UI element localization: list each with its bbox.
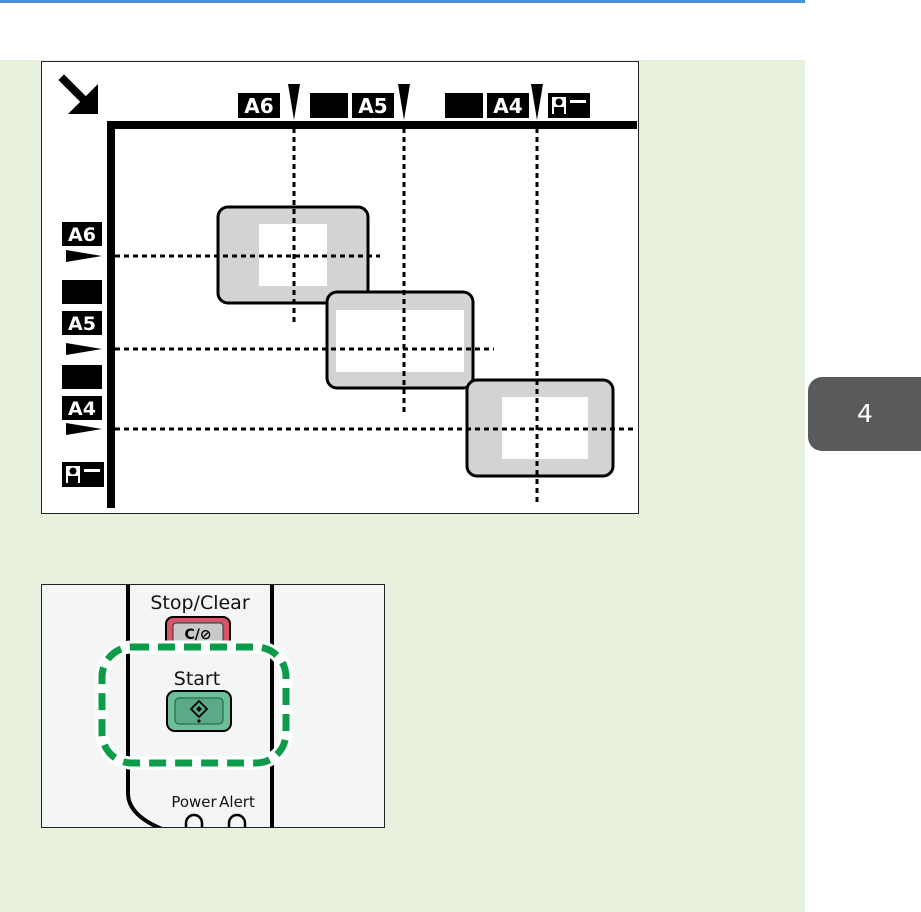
- alert-label: Alert: [219, 793, 255, 811]
- side-size-label: A4: [68, 398, 96, 420]
- side-size-mark-a5: A5: [62, 311, 102, 355]
- top-size-label: A6: [244, 94, 273, 118]
- original-placement-diagram: A6 A5 A4 A6 A5: [41, 61, 639, 514]
- control-panel-illustration: Stop/Clear C/⊘ Start Power Alert: [41, 584, 385, 828]
- top-scale-bar: [107, 121, 637, 129]
- top-size-label: A5: [358, 94, 387, 118]
- top-size-mark-a6: A6: [238, 84, 300, 120]
- pointer-arrow-icon: [66, 423, 102, 435]
- start-button[interactable]: [167, 691, 231, 731]
- stop-clear-label: Stop/Clear: [150, 592, 249, 614]
- top-size-mark-a4: A4: [487, 84, 543, 120]
- start-label: Start: [174, 668, 220, 690]
- id-card-icon: [62, 462, 104, 487]
- unlabeled-size-mark: [445, 93, 483, 118]
- id-card-icon: [548, 93, 590, 118]
- side-size-mark-a4: A4: [62, 396, 102, 435]
- pointer-arrow-icon: [66, 250, 102, 262]
- unlabeled-size-mark: [310, 93, 348, 118]
- top-size-mark-a5: A5: [352, 84, 410, 120]
- side-size-mark-a6: A6: [62, 222, 102, 262]
- header-rule: [0, 0, 805, 3]
- pointer-arrow-icon: [398, 84, 410, 120]
- top-size-label: A4: [493, 94, 522, 118]
- chapter-tab: 4: [808, 377, 921, 451]
- unlabeled-size-mark: [62, 365, 102, 389]
- document-a5: [327, 292, 473, 388]
- unlabeled-size-mark: [62, 280, 102, 304]
- left-scale-bar: [107, 121, 115, 508]
- pointer-arrow-icon: [288, 84, 300, 120]
- pointer-arrow-icon: [66, 343, 102, 355]
- pointer-arrow-icon: [531, 84, 543, 120]
- corner-arrow-icon: [64, 80, 98, 114]
- side-size-label: A6: [68, 224, 96, 246]
- power-label: Power: [171, 793, 217, 811]
- side-size-label: A5: [68, 313, 96, 335]
